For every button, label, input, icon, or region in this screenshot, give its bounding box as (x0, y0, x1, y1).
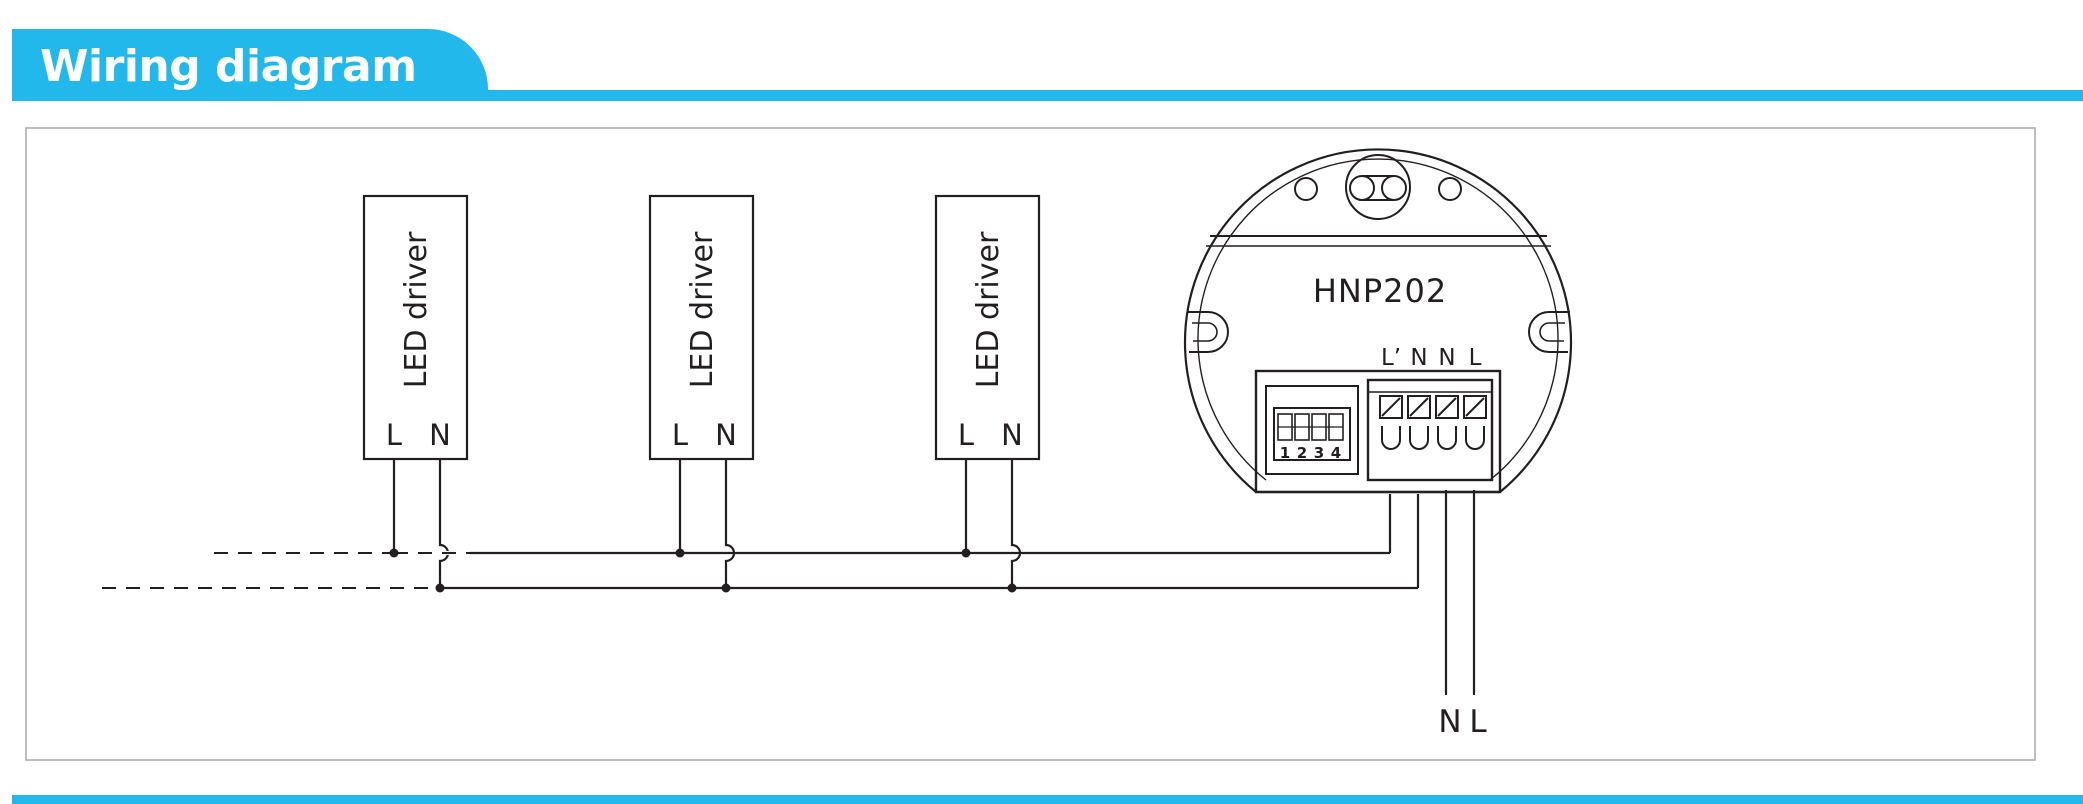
footer-rule (12, 795, 2083, 804)
wire-entry-l (1465, 426, 1485, 450)
sensor-module (1183, 148, 1573, 494)
dip-number-2: 2 (1297, 444, 1307, 462)
screw-terminals (1379, 395, 1487, 450)
terminal-label-n1: N (1410, 345, 1427, 371)
terminal-label-l: L (1469, 345, 1482, 371)
junction-dot (961, 548, 971, 558)
wire-entry-n2 (1437, 426, 1457, 450)
driver-2-n-lead (724, 459, 736, 588)
led-driver-3-label: LED driver (971, 231, 1006, 388)
diagram-frame (25, 127, 2036, 761)
wire-entry-n1 (1409, 426, 1429, 450)
page-title: Wiring diagram (40, 41, 417, 92)
screw-slot (1409, 397, 1429, 417)
sensor-body-outline (1183, 148, 1573, 494)
supply-l-label: L (1469, 704, 1487, 740)
driver-2-l-label: L (672, 418, 688, 452)
left-mount-ear (1187, 311, 1229, 353)
dip-number-3: 3 (1314, 444, 1324, 462)
left-mount-slot (1192, 322, 1218, 342)
screw-slot (1437, 397, 1457, 417)
terminal-label-lprime: L’ (1381, 345, 1401, 371)
sensor-body-inner (1197, 158, 1559, 481)
led-driver-2-label: LED driver (685, 231, 720, 388)
led-driver-1-label: LED driver (399, 231, 434, 388)
junction-dot (721, 583, 731, 593)
junction-dot (435, 583, 445, 593)
lens-right (1381, 175, 1407, 201)
led-driver-3-box (934, 194, 1041, 461)
right-mount-ear (1528, 311, 1570, 353)
dip-switch-body (1273, 407, 1351, 461)
driver-3-n-label: N (1001, 418, 1023, 452)
driver-1-l-label: L (386, 418, 402, 452)
terminal-block-housing (1254, 369, 1502, 494)
driver-3-n-lead (1010, 459, 1022, 588)
screw-terminal-lprime (1379, 395, 1403, 419)
screw-terminal-n2 (1435, 395, 1459, 419)
dip-switch-frame (1265, 385, 1359, 475)
sensor-model-label: HNP202 (1313, 272, 1447, 310)
led-driver-2-box (648, 194, 755, 461)
screw-terminal-l (1463, 395, 1487, 419)
header-rule (12, 90, 2083, 101)
junction-dot (389, 548, 399, 558)
supply-n-label: N (1438, 704, 1461, 740)
driver-1-n-label: N (429, 418, 451, 452)
screw-hole-right (1438, 177, 1462, 201)
junction-dot (675, 548, 685, 558)
led-driver-1-box (362, 194, 469, 461)
dip-number-4: 4 (1331, 444, 1341, 462)
terminal-label-n2: N (1438, 345, 1455, 371)
lens-housing (1345, 154, 1411, 220)
junction-dot (1007, 583, 1017, 593)
screw-terminal-n1 (1407, 395, 1431, 419)
screw-slot (1465, 397, 1485, 417)
dip-number-1: 1 (1280, 444, 1290, 462)
driver-3-l-label: L (958, 418, 974, 452)
header-tab (12, 29, 488, 101)
screw-terminal-block (1366, 378, 1494, 482)
screw-slot (1381, 397, 1401, 417)
wire-entry-lprime (1381, 426, 1401, 450)
screw-hole-left (1294, 177, 1318, 201)
right-mount-slot (1539, 322, 1565, 342)
driver-1-n-lead (438, 459, 450, 588)
lens-left (1349, 175, 1375, 201)
driver-2-n-label: N (715, 418, 737, 452)
